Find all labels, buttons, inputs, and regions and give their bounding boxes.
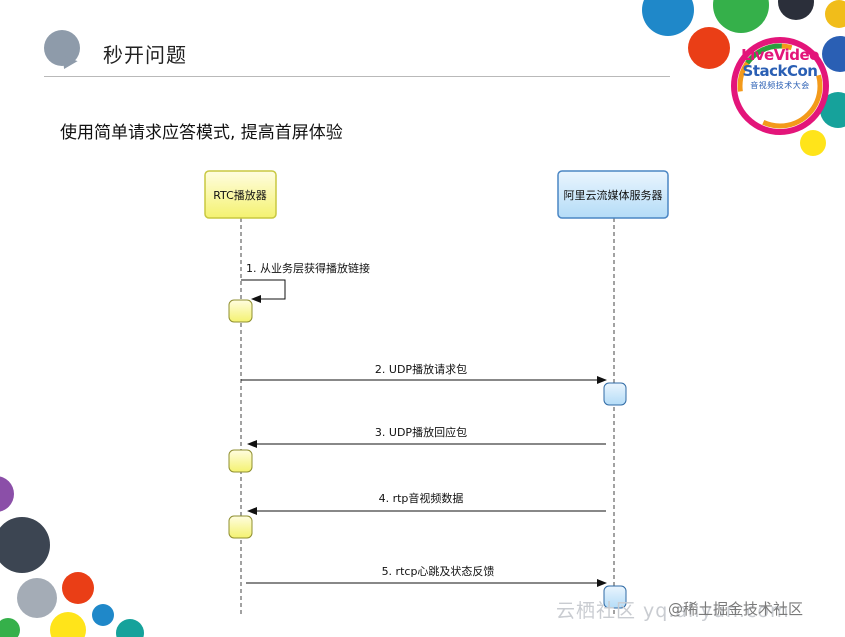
conference-logo: LiveVideo StackCon 音视频技术大会 (735, 48, 825, 90)
decor-circle (688, 27, 730, 69)
client-actor: RTC播放器 (204, 170, 277, 219)
decor-circle (0, 517, 50, 573)
message-4-label: 4. rtp音视频数据 (379, 491, 464, 505)
message-1-label: 1. 从业务层获得播放链接 (246, 261, 370, 275)
decor-circle (92, 604, 114, 626)
title-divider (44, 76, 670, 77)
message-3-label: 3. UDP播放回应包 (375, 425, 467, 439)
client-actor-label: RTC播放器 (213, 188, 267, 202)
decor-circle (825, 0, 845, 28)
logo-line-1: LiveVideo (741, 46, 819, 64)
client-activation-2 (228, 449, 253, 473)
decor-circle (17, 578, 57, 618)
server-actor-label: 阿里云流媒体服务器 (564, 188, 663, 202)
message-1-arrow (241, 279, 286, 303)
watermark: 云栖社区 yq.aliyun.com (556, 600, 790, 622)
decor-circle (822, 36, 845, 72)
client-activation-1 (228, 299, 253, 323)
title-bullet-icon (44, 30, 80, 66)
decor-circle (0, 476, 14, 512)
decor-circle (642, 0, 694, 36)
decor-circle (713, 0, 769, 33)
page-title: 秒开问题 (103, 43, 187, 67)
logo-ring (737, 43, 823, 129)
message-5-label: 5. rtcp心跳及状态反馈 (382, 564, 495, 578)
decor-circle (62, 572, 94, 604)
logo-center (745, 51, 815, 121)
decor-circle (50, 612, 86, 637)
client-activation-3 (228, 515, 253, 539)
logo-line-2: StackCon (742, 62, 818, 80)
logo-ring (731, 37, 829, 135)
server-actor: 阿里云流媒体服务器 (557, 170, 669, 219)
watermark-credit: @稀土掘金技术社区 (668, 600, 804, 618)
server-activation-1 (603, 382, 627, 406)
decor-circle (0, 618, 20, 637)
decor-circle (116, 619, 144, 637)
message-2-label: 2. UDP播放请求包 (375, 362, 467, 376)
decor-circle (778, 0, 814, 20)
server-activation-2 (603, 585, 627, 609)
page-subtitle: 使用简单请求应答模式, 提高首屏体验 (60, 123, 343, 143)
decor-circle (800, 130, 826, 156)
logo-line-3: 音视频技术大会 (750, 81, 810, 90)
